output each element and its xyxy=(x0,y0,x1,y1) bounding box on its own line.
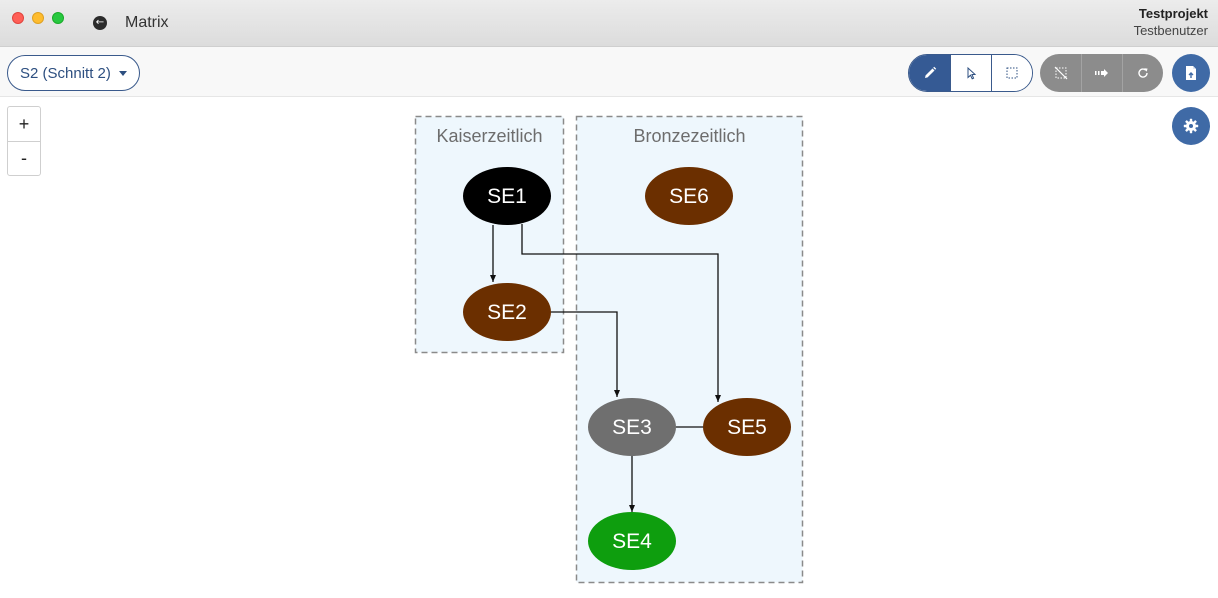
minimize-window-button[interactable] xyxy=(32,12,44,24)
node-se5[interactable]: SE5 xyxy=(703,398,791,456)
deselect-button[interactable] xyxy=(1040,54,1081,92)
group-label: Kaiserzeitlich xyxy=(436,126,542,146)
arrow-flow-icon xyxy=(1095,69,1108,77)
flow-direction-button[interactable] xyxy=(1081,54,1122,92)
node-se2[interactable]: SE2 xyxy=(463,283,551,341)
section-dropdown-value: S2 (Schnitt 2) xyxy=(20,64,111,82)
zoom-in-button[interactable]: + xyxy=(18,113,30,134)
matrix-graph: Kaiserzeitlich Bronzezeitlich SE1 SE2 SE… xyxy=(414,115,804,584)
deselect-icon xyxy=(1054,66,1067,80)
reload-button[interactable] xyxy=(1122,54,1163,92)
pencil-icon xyxy=(924,66,936,78)
node-label: SE1 xyxy=(487,185,527,208)
view-tools-group xyxy=(1040,54,1163,92)
select-rect-icon xyxy=(1006,67,1018,79)
maximize-window-button[interactable] xyxy=(52,12,64,24)
project-info[interactable]: Testprojekt Testbenutzer xyxy=(1134,6,1208,38)
caret-down-icon xyxy=(118,70,127,76)
rectangle-select-button[interactable] xyxy=(991,55,1032,91)
node-label: SE3 xyxy=(612,416,652,439)
project-name: Testprojekt xyxy=(1138,6,1208,21)
node-label: SE4 xyxy=(612,530,652,553)
node-label: SE2 xyxy=(487,301,527,324)
export-button[interactable] xyxy=(1172,54,1210,92)
tool-mode-group xyxy=(908,54,1033,92)
edge-se2-se3[interactable] xyxy=(551,311,620,397)
gear-icon xyxy=(1183,118,1199,134)
node-label: SE5 xyxy=(727,416,767,439)
toolbar: S2 (Schnitt 2) xyxy=(0,47,1218,97)
settings-button[interactable] xyxy=(1172,107,1210,145)
node-se6[interactable]: SE6 xyxy=(645,167,733,225)
title-bar: ← Matrix Testprojekt Testbenutzer xyxy=(0,0,1218,47)
group-label: Bronzezeitlich xyxy=(633,126,745,146)
node-se3[interactable]: SE3 xyxy=(588,398,676,456)
edit-mode-button[interactable] xyxy=(909,55,950,91)
node-se4[interactable]: SE4 xyxy=(588,512,676,570)
pointer-mode-button[interactable] xyxy=(950,55,991,91)
node-label: SE6 xyxy=(669,185,709,208)
zoom-out-button[interactable]: - xyxy=(8,141,40,175)
zoom-controls: + - xyxy=(7,106,41,176)
section-dropdown[interactable]: S2 (Schnitt 2) xyxy=(7,55,140,91)
page-title: Matrix xyxy=(125,14,169,31)
edge-se1-se5[interactable] xyxy=(521,224,721,402)
pointer-icon xyxy=(967,66,977,80)
file-export-icon xyxy=(1186,66,1196,80)
reload-icon xyxy=(1138,68,1148,78)
close-window-button[interactable] xyxy=(12,12,24,24)
back-arrow-icon[interactable]: ← xyxy=(93,16,107,30)
node-se1[interactable]: SE1 xyxy=(463,167,551,225)
user-name: Testbenutzer xyxy=(1133,23,1208,38)
